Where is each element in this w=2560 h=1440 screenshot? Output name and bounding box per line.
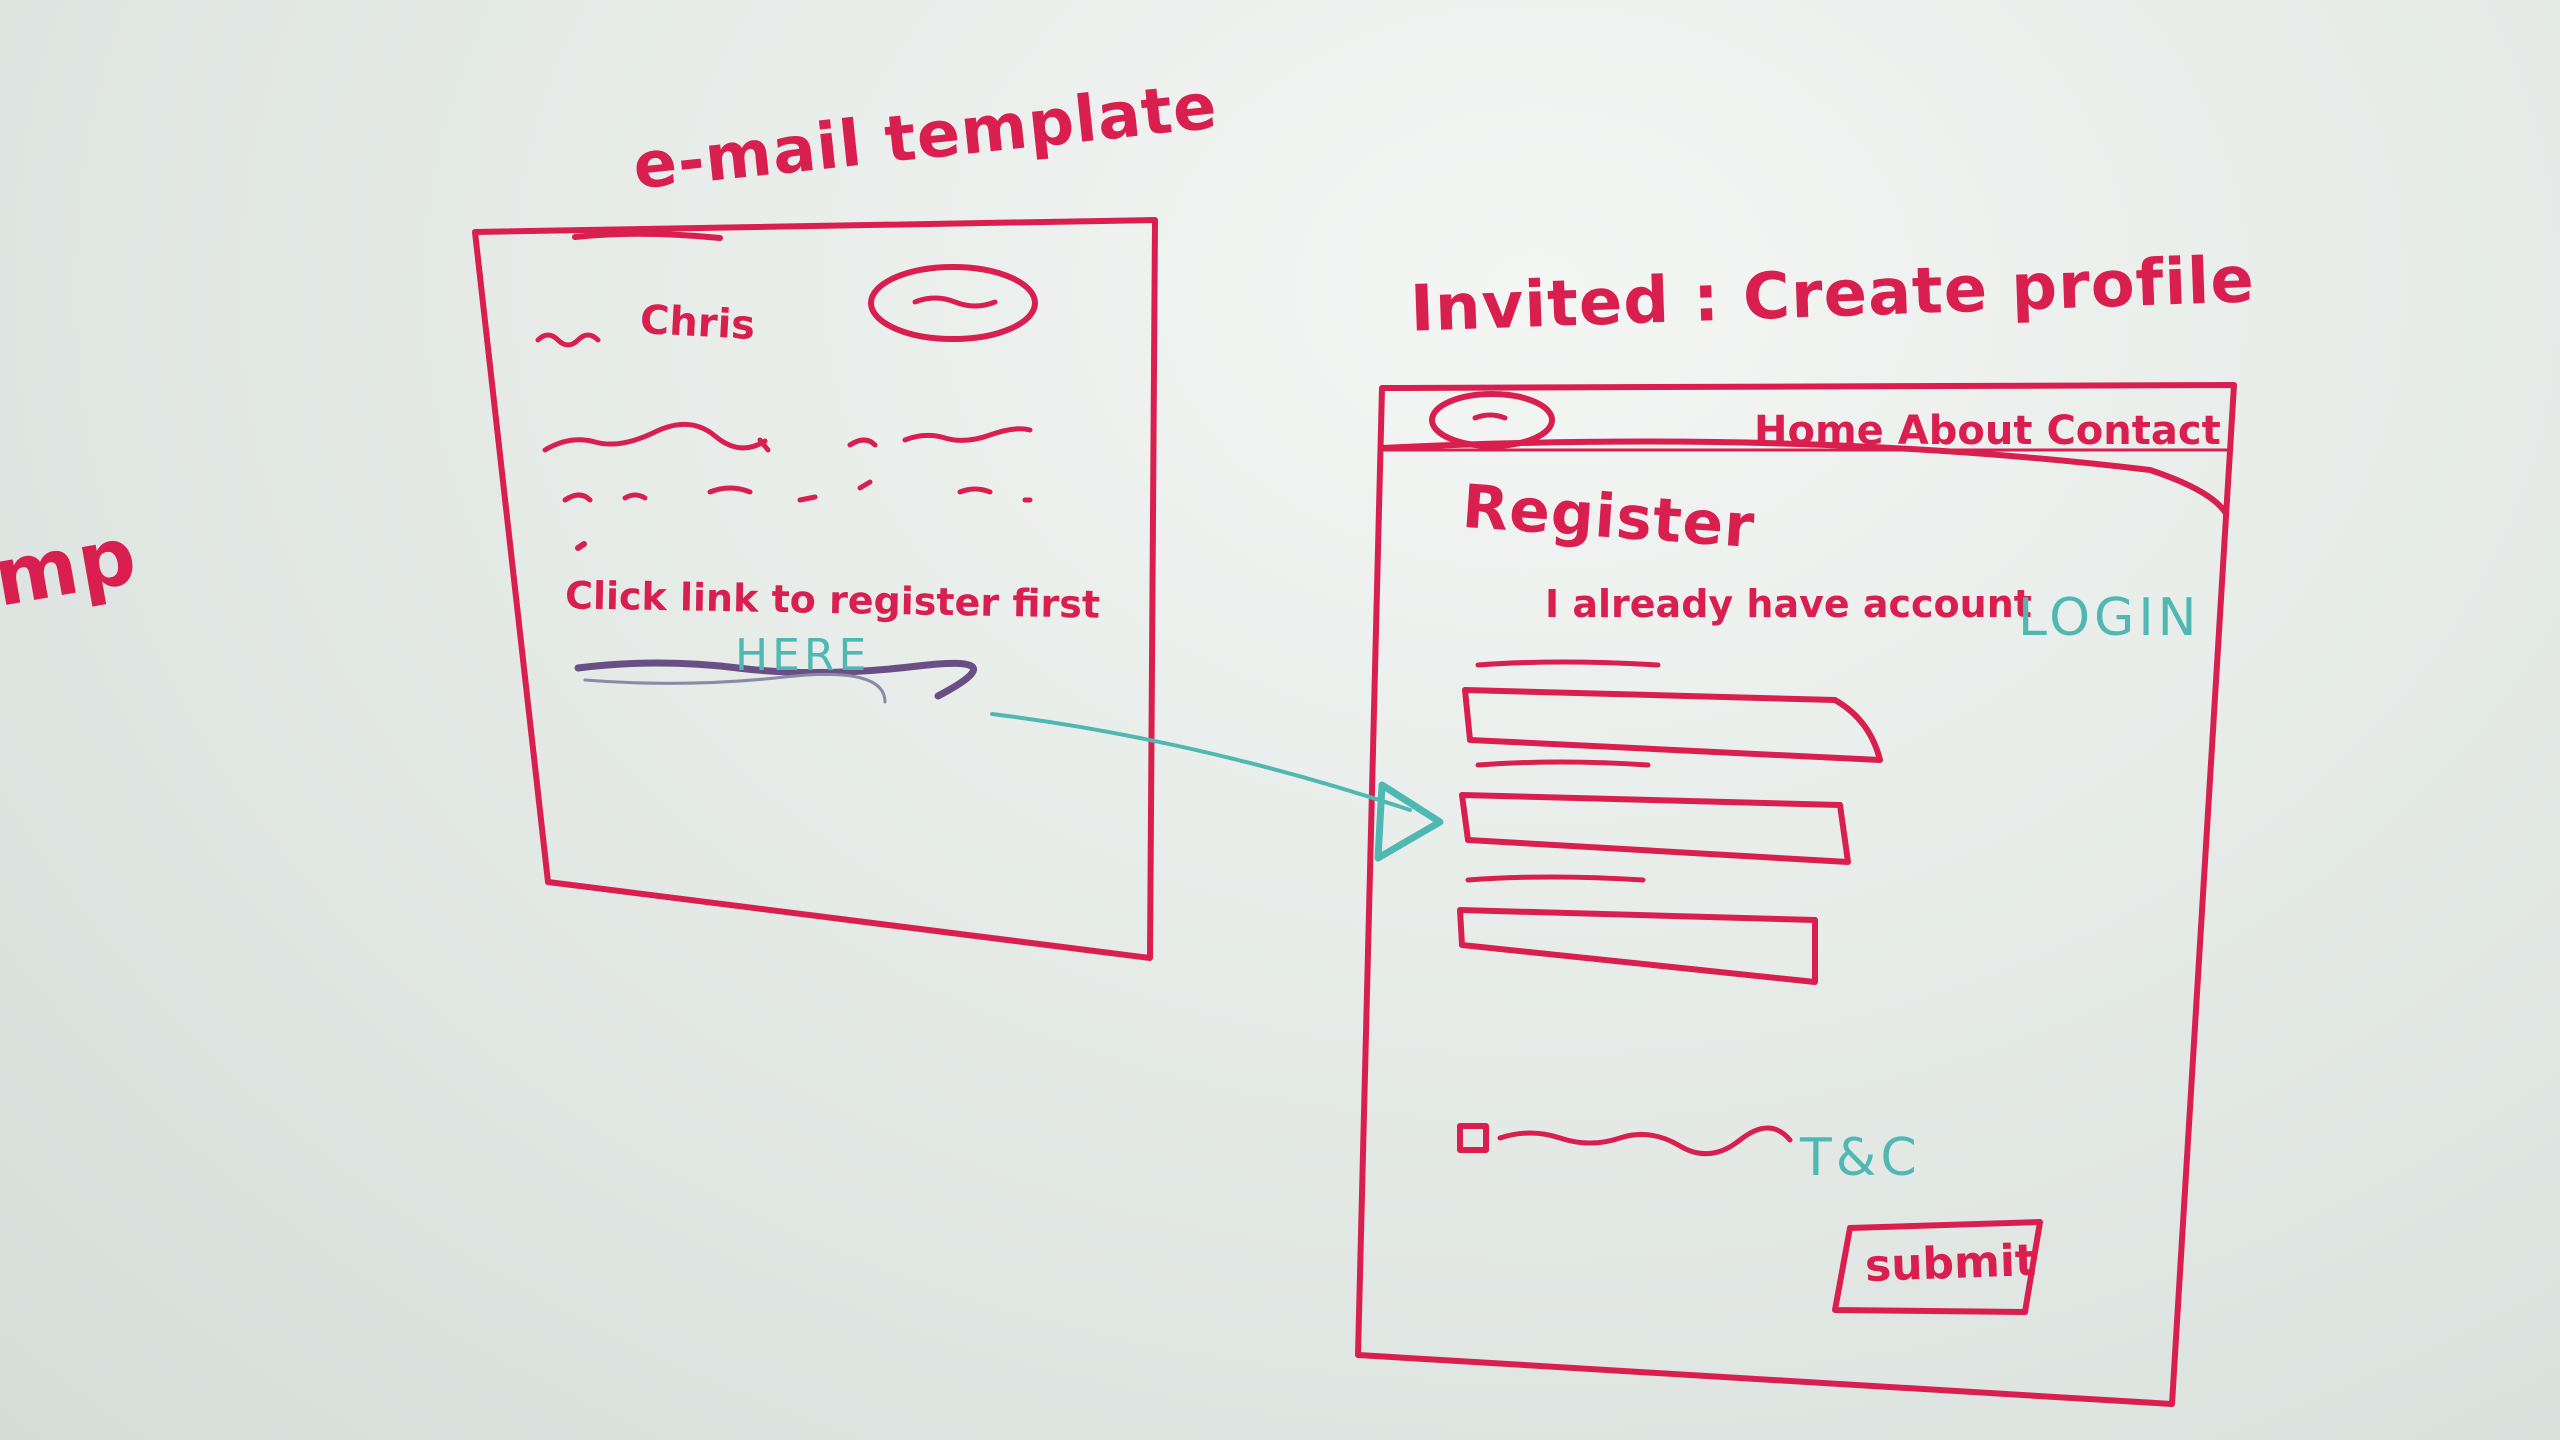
nav-contact[interactable]: Contact: [2046, 408, 2221, 454]
input-box-3: [1457, 907, 1818, 985]
nav-about[interactable]: About: [1897, 408, 2033, 454]
email-frame: [472, 217, 1158, 961]
email-here-link[interactable]: HERE: [735, 630, 871, 681]
flow-arrow: [990, 712, 1444, 862]
terms-checkbox: [1457, 1123, 1489, 1153]
profile-logo-icon: [1429, 391, 1555, 449]
terms-link[interactable]: T&C: [1800, 1128, 1921, 1188]
submit-button[interactable]: submit: [1864, 1235, 2037, 1292]
nav-bar: Home About Contact: [1740, 408, 2221, 454]
login-link[interactable]: LOGIN: [2018, 588, 2201, 648]
submit-box: [1832, 1219, 2043, 1315]
login-prompt: I already have account: [1545, 582, 2032, 626]
email-logo-icon: [868, 264, 1038, 342]
input-box-2: [1459, 792, 1851, 865]
email-greeting: Chris: [638, 297, 757, 349]
input-box-1: [1462, 687, 1883, 763]
profile-frame: [1355, 382, 2237, 1407]
email-cta-text: Click link to register first: [564, 573, 1101, 627]
nav-home[interactable]: Home: [1754, 408, 1884, 454]
